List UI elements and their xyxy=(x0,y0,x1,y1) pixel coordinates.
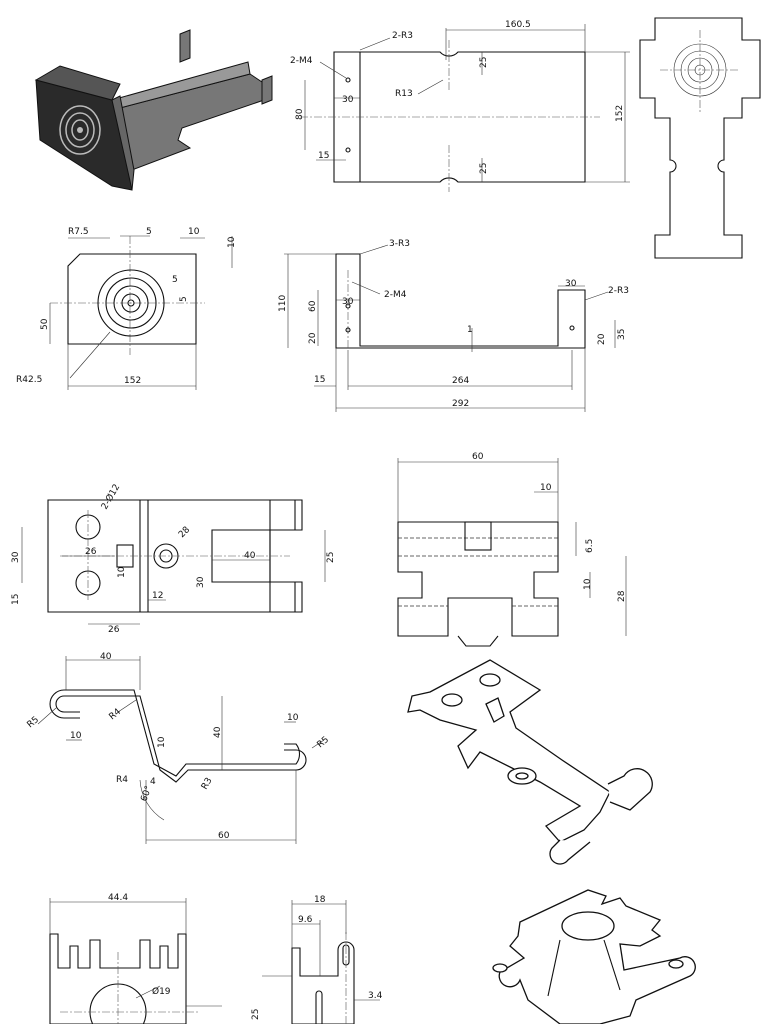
dim-10-mid: 10 xyxy=(157,736,167,748)
dim-160-5: 160.5 xyxy=(505,20,531,30)
dim-25-bracket: 25 xyxy=(251,1009,261,1020)
dim-2-o12: 2-Ø12 xyxy=(99,482,122,511)
flat-pattern-view xyxy=(639,17,761,259)
dim-152-width: 152 xyxy=(124,376,141,386)
dim-20-left: 20 xyxy=(308,332,318,344)
dim-60-clip-side: 60 xyxy=(218,831,230,841)
top-view: 160.5 2-R3 2-M4 25 R13 30 80 15 25 152 xyxy=(290,20,630,192)
dim-o19: Ø19 xyxy=(152,986,171,997)
dim-r5-right: R5 xyxy=(316,735,332,750)
dim-4: 4 xyxy=(150,777,156,787)
dim-35: 35 xyxy=(617,329,627,340)
dim-60: 60 xyxy=(308,300,318,312)
dim-40-clip-side: 40 xyxy=(100,652,112,662)
dim-30-clip: 30 xyxy=(11,551,21,563)
dim-25-bottom: 25 xyxy=(479,163,489,174)
dim-20-right: 20 xyxy=(597,333,607,345)
dim-2-m4-side: 2-M4 xyxy=(384,290,407,300)
dim-r5-left: R5 xyxy=(26,715,42,730)
dim-3-4: 3.4 xyxy=(368,991,383,1001)
dim-5-side: 5 xyxy=(179,296,189,302)
dim-26b-clip: 26 xyxy=(108,625,120,635)
dim-10-right: 10 xyxy=(227,236,237,248)
dim-3-r3: 3-R3 xyxy=(389,239,410,249)
dim-r4-bottom: R4 xyxy=(116,775,128,785)
dim-5-mid: 5 xyxy=(172,275,178,285)
dim-r3: R3 xyxy=(200,776,215,791)
clip-front-view: 60 10 6.5 10 28 xyxy=(397,452,627,647)
dim-25-clip: 25 xyxy=(326,552,336,563)
front-fan-grille-icon xyxy=(97,269,165,337)
bracket-front-view: 44.4 Ø19 xyxy=(49,893,222,1024)
clip-3d-view xyxy=(407,659,653,865)
dim-264: 264 xyxy=(452,376,469,386)
enclosure-3d-view xyxy=(34,29,273,191)
dim-10-clip-front: 10 xyxy=(540,483,552,493)
clip-side-view: 40 R5 R4 10 10 40 10 R5 R4 4 60° R3 60 xyxy=(26,652,332,844)
dim-10-right: 10 xyxy=(287,713,299,723)
dim-15-clip: 15 xyxy=(11,594,21,605)
dim-30-right: 30 xyxy=(565,279,577,289)
dim-r42-5: R42.5 xyxy=(16,375,42,385)
dim-40-clip: 40 xyxy=(244,551,256,561)
dim-10-clip: 10 xyxy=(117,566,127,578)
dim-28-clip: 28 xyxy=(177,525,192,540)
dim-2-r3: 2-R3 xyxy=(392,31,413,41)
front-view: R7.5 5 10 10 5 5 50 R42.5 152 xyxy=(16,227,237,390)
dim-18: 18 xyxy=(314,895,326,905)
dim-80: 80 xyxy=(295,108,305,120)
dim-10-left: 10 xyxy=(70,731,82,741)
dim-12-clip: 12 xyxy=(152,591,163,601)
dim-292: 292 xyxy=(452,399,469,409)
dim-152: 152 xyxy=(615,105,625,122)
dim-2-m4: 2-M4 xyxy=(290,56,313,66)
dim-2-r3-side: 2-R3 xyxy=(608,286,629,296)
fan-grille-icon xyxy=(59,105,101,155)
dim-26-clip: 26 xyxy=(85,547,97,557)
dim-50: 50 xyxy=(40,318,50,330)
dim-15-side: 15 xyxy=(314,375,325,385)
dim-44-4: 44.4 xyxy=(108,893,128,903)
dim-25-top: 25 xyxy=(479,57,489,68)
clip-top-view: 2-Ø12 30 26 10 15 12 28 40 30 25 26 xyxy=(11,482,336,635)
dim-15: 15 xyxy=(318,151,329,161)
dim-10-top: 10 xyxy=(188,227,200,237)
dim-r13: R13 xyxy=(395,89,413,99)
side-view: 3-R3 110 60 30 2-M4 20 1 30 2-R3 20 35 1… xyxy=(278,239,629,412)
bracket-3d-view xyxy=(492,889,696,1024)
dim-60-degrees: 60° xyxy=(139,785,154,803)
dim-40-vertical: 40 xyxy=(213,726,223,738)
dim-30: 30 xyxy=(342,95,354,105)
dim-110: 110 xyxy=(278,295,288,312)
dim-5-top: 5 xyxy=(146,227,152,237)
dim-60-clip: 60 xyxy=(472,452,484,462)
dim-r7-5: R7.5 xyxy=(68,227,89,237)
dim-10b-clip: 10 xyxy=(583,578,593,590)
dim-30-side: 30 xyxy=(342,297,354,307)
bracket-side-view: 18 9.6 25 3.4 xyxy=(251,895,383,1024)
dim-1: 1 xyxy=(467,325,473,335)
dim-r4-top: R4 xyxy=(108,707,124,723)
dim-30b-clip: 30 xyxy=(196,576,206,588)
dim-28-clip-front: 28 xyxy=(617,590,627,602)
dim-6-5: 6.5 xyxy=(585,539,595,553)
dim-9-6: 9.6 xyxy=(298,915,313,925)
